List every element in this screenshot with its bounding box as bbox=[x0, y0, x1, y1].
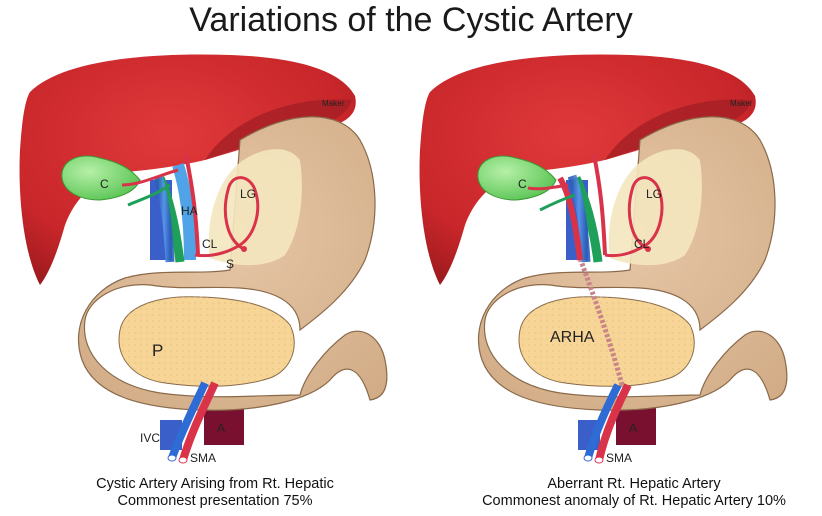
liver-label-right: Maker bbox=[730, 99, 753, 108]
cystic-label-left: C bbox=[100, 177, 109, 191]
hepatic-artery-label: HA bbox=[181, 204, 198, 218]
hepatic-artery bbox=[172, 163, 196, 261]
cystic-duct-right bbox=[539, 193, 576, 212]
aberrant-artery-upper bbox=[557, 176, 583, 261]
aorta-label-right: A bbox=[629, 421, 637, 435]
arha-label: ARHA bbox=[550, 329, 595, 346]
aberrant-rt-hepatic-artery bbox=[577, 257, 625, 386]
caption-right: Aberrant Rt. Hepatic Artery Commonest an… bbox=[448, 476, 820, 510]
caption-right-line1: Aberrant Rt. Hepatic Artery bbox=[547, 476, 721, 492]
caption-left-line1: Cystic Artery Arising from Rt. Hepatic bbox=[96, 476, 334, 492]
liver-label: Maker bbox=[322, 99, 345, 108]
cystic-artery-left bbox=[121, 168, 179, 187]
left-gastric-artery-right bbox=[604, 176, 664, 258]
ivc-tube-left bbox=[168, 381, 209, 460]
left-gastric-label-right: LG bbox=[646, 187, 662, 201]
cystic-label-right: C bbox=[518, 177, 527, 191]
sma-end-right bbox=[594, 456, 604, 464]
sma-label-right: SMA bbox=[606, 451, 632, 465]
left-gastric-label-left: LG bbox=[240, 187, 256, 201]
ivc-label: IVC bbox=[140, 431, 160, 445]
caption-left-line2: Commonest presentation 75% bbox=[117, 493, 313, 509]
celiac-label-right: CL bbox=[634, 237, 650, 251]
page-title: Variations of the Cystic Artery bbox=[189, 1, 633, 39]
splenic-label-left: S bbox=[226, 257, 234, 271]
cystic-artery-right bbox=[527, 183, 569, 191]
pancreas-label: P bbox=[152, 341, 163, 360]
caption-left: Cystic Artery Arising from Rt. Hepatic C… bbox=[50, 476, 380, 510]
hepatic-vein-blue bbox=[153, 174, 175, 263]
hepatic-vein-right bbox=[567, 174, 591, 263]
celiac-node-left bbox=[241, 246, 247, 252]
hepatic-artery-right bbox=[592, 154, 607, 256]
ivc-end-right bbox=[583, 454, 593, 462]
rt-hepatic-artery-left bbox=[184, 154, 200, 256]
right-panel: Maker ARHA C LG CL A SMA bbox=[419, 54, 788, 465]
left-gastric-artery-left bbox=[194, 176, 260, 258]
celiac-label-left: CL bbox=[202, 237, 218, 251]
sma-label-left: SMA bbox=[190, 451, 216, 465]
lesser-omentum bbox=[208, 149, 302, 266]
caption-right-line2: Commonest anomaly of Rt. Hepatic Artery … bbox=[482, 493, 786, 509]
ivc-tube-right bbox=[584, 383, 622, 460]
aorta-label-left: A bbox=[217, 421, 225, 435]
celiac-node-right bbox=[645, 246, 651, 252]
gallbladder-shape bbox=[61, 155, 141, 201]
lesser-omentum-right bbox=[608, 149, 702, 266]
sma-tube-left bbox=[179, 381, 219, 462]
sma-tube-right bbox=[595, 383, 632, 461]
sma-end-left bbox=[178, 456, 188, 464]
ivc-end-left bbox=[167, 454, 177, 462]
pancreas-texture bbox=[119, 296, 295, 387]
cystic-duct-left bbox=[127, 183, 171, 207]
left-panel: Maker P C HA LG CL S IVC bbox=[19, 54, 388, 465]
